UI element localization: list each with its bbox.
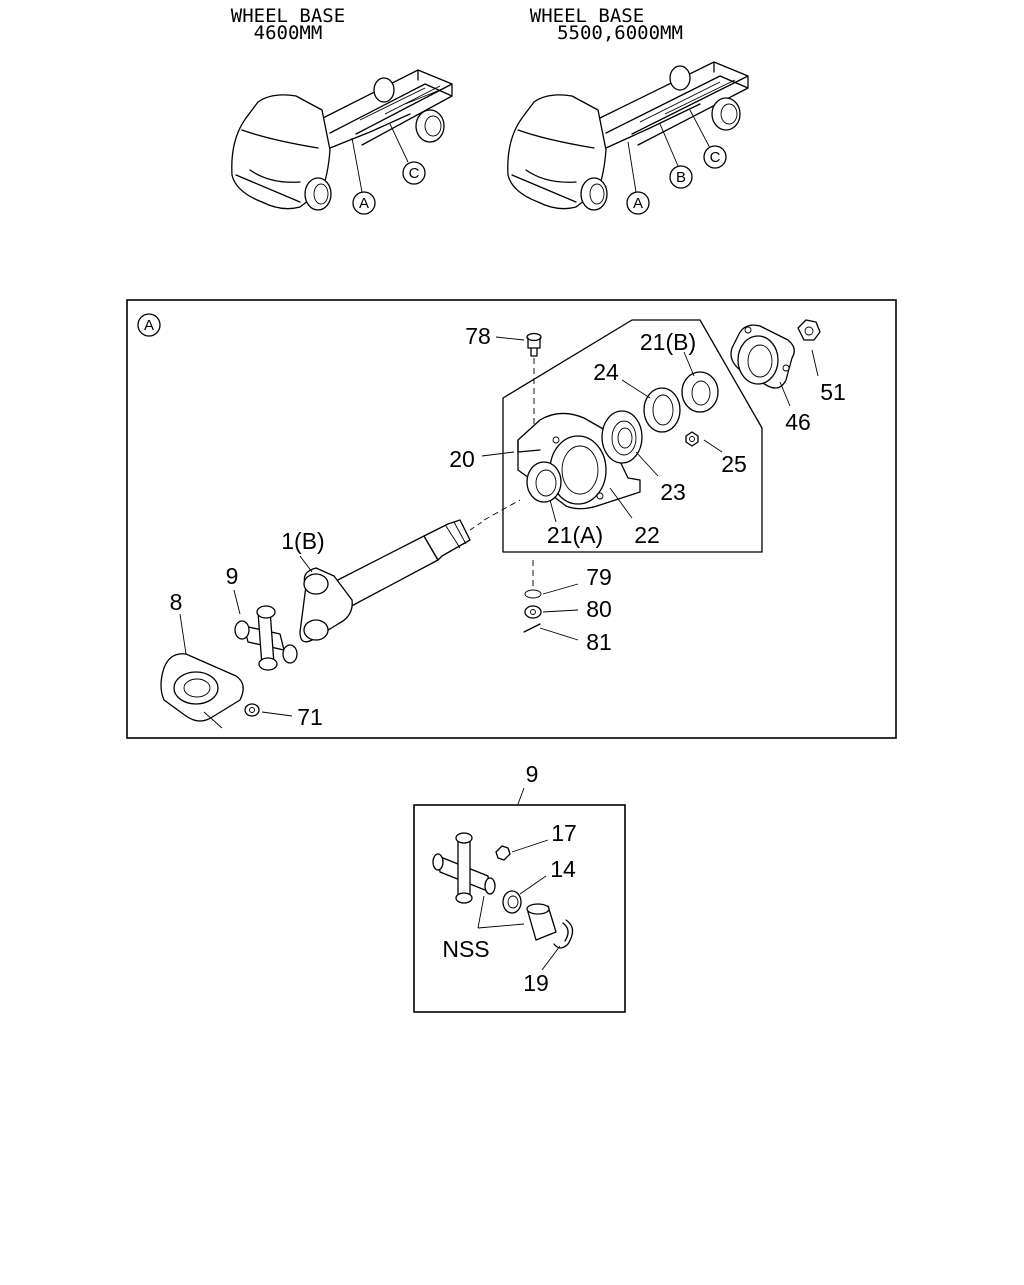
nut-71 xyxy=(244,703,260,717)
label-17: 17 xyxy=(551,820,577,846)
label-80: 80 xyxy=(586,596,612,622)
washer-79 xyxy=(524,560,542,599)
seal-21b xyxy=(681,371,719,413)
label-8: 8 xyxy=(170,589,183,615)
cover-24 xyxy=(643,387,681,433)
detail-a-leaders xyxy=(179,336,819,717)
label-51: 51 xyxy=(820,379,846,405)
label-19: 19 xyxy=(523,970,549,996)
grease-nipple-17 xyxy=(495,845,511,861)
nut-80 xyxy=(524,605,542,619)
truck-illustration-2: A B C xyxy=(507,61,749,215)
callout-c-2: C xyxy=(710,149,721,166)
bearing-23 xyxy=(601,410,643,464)
bearing-cup xyxy=(526,903,557,941)
label-24: 24 xyxy=(593,359,619,385)
detail-a-labels: 78 21(B) 24 20 51 46 25 23 22 21(A) 1(B)… xyxy=(170,323,846,730)
snap-ring-19 xyxy=(553,919,574,949)
universal-joint-9 xyxy=(234,605,298,671)
propeller-shaft xyxy=(299,499,521,643)
wheelbase-title-1: WHEEL BASE xyxy=(231,5,345,27)
detail-9-panel: 9 xyxy=(413,761,626,1013)
bolt-78 xyxy=(526,332,542,430)
label-23: 23 xyxy=(660,479,686,505)
label-20: 20 xyxy=(449,446,475,472)
label-1b: 1(B) xyxy=(281,528,324,554)
detail-9-tag: 9 xyxy=(526,761,539,787)
truck-variant-2: WHEEL BASE 5500,6000MM xyxy=(507,5,749,215)
label-21a: 21(A) xyxy=(547,522,603,548)
label-81: 81 xyxy=(586,629,612,655)
nut-51 xyxy=(797,319,821,341)
detail-9-leaders xyxy=(477,839,561,971)
label-46: 46 xyxy=(785,409,811,435)
fitting-25 xyxy=(685,431,699,447)
truck-variant-1: WHEEL BASE 4600MM A xyxy=(231,5,453,215)
wheelbase-value-1: 4600MM xyxy=(254,22,323,44)
seal-21a xyxy=(526,461,562,503)
flange-yoke-8 xyxy=(160,653,244,729)
label-21b: 21(B) xyxy=(640,329,696,355)
callout-a-1: A xyxy=(359,195,369,212)
spider-cross xyxy=(432,832,496,904)
label-79: 79 xyxy=(586,564,612,590)
label-71: 71 xyxy=(297,704,323,730)
label-25: 25 xyxy=(721,451,747,477)
truck-illustration-1: A C xyxy=(231,69,453,215)
label-14: 14 xyxy=(550,856,576,882)
detail-a-tag: A xyxy=(144,317,154,334)
callout-c-1: C xyxy=(409,165,420,182)
label-22: 22 xyxy=(634,522,660,548)
callout-b-2: B xyxy=(676,169,686,186)
label-78: 78 xyxy=(465,323,491,349)
label-9: 9 xyxy=(226,563,239,589)
wheelbase-title-2: WHEEL BASE xyxy=(530,5,644,27)
label-nss: NSS xyxy=(442,936,489,962)
seal-14 xyxy=(502,890,522,914)
flange-46 xyxy=(730,324,795,389)
pin-81 xyxy=(523,623,541,633)
wheelbase-value-2: 5500,6000MM xyxy=(557,22,683,44)
callout-a-2: A xyxy=(633,195,643,212)
detail-a-panel: A xyxy=(126,299,897,739)
